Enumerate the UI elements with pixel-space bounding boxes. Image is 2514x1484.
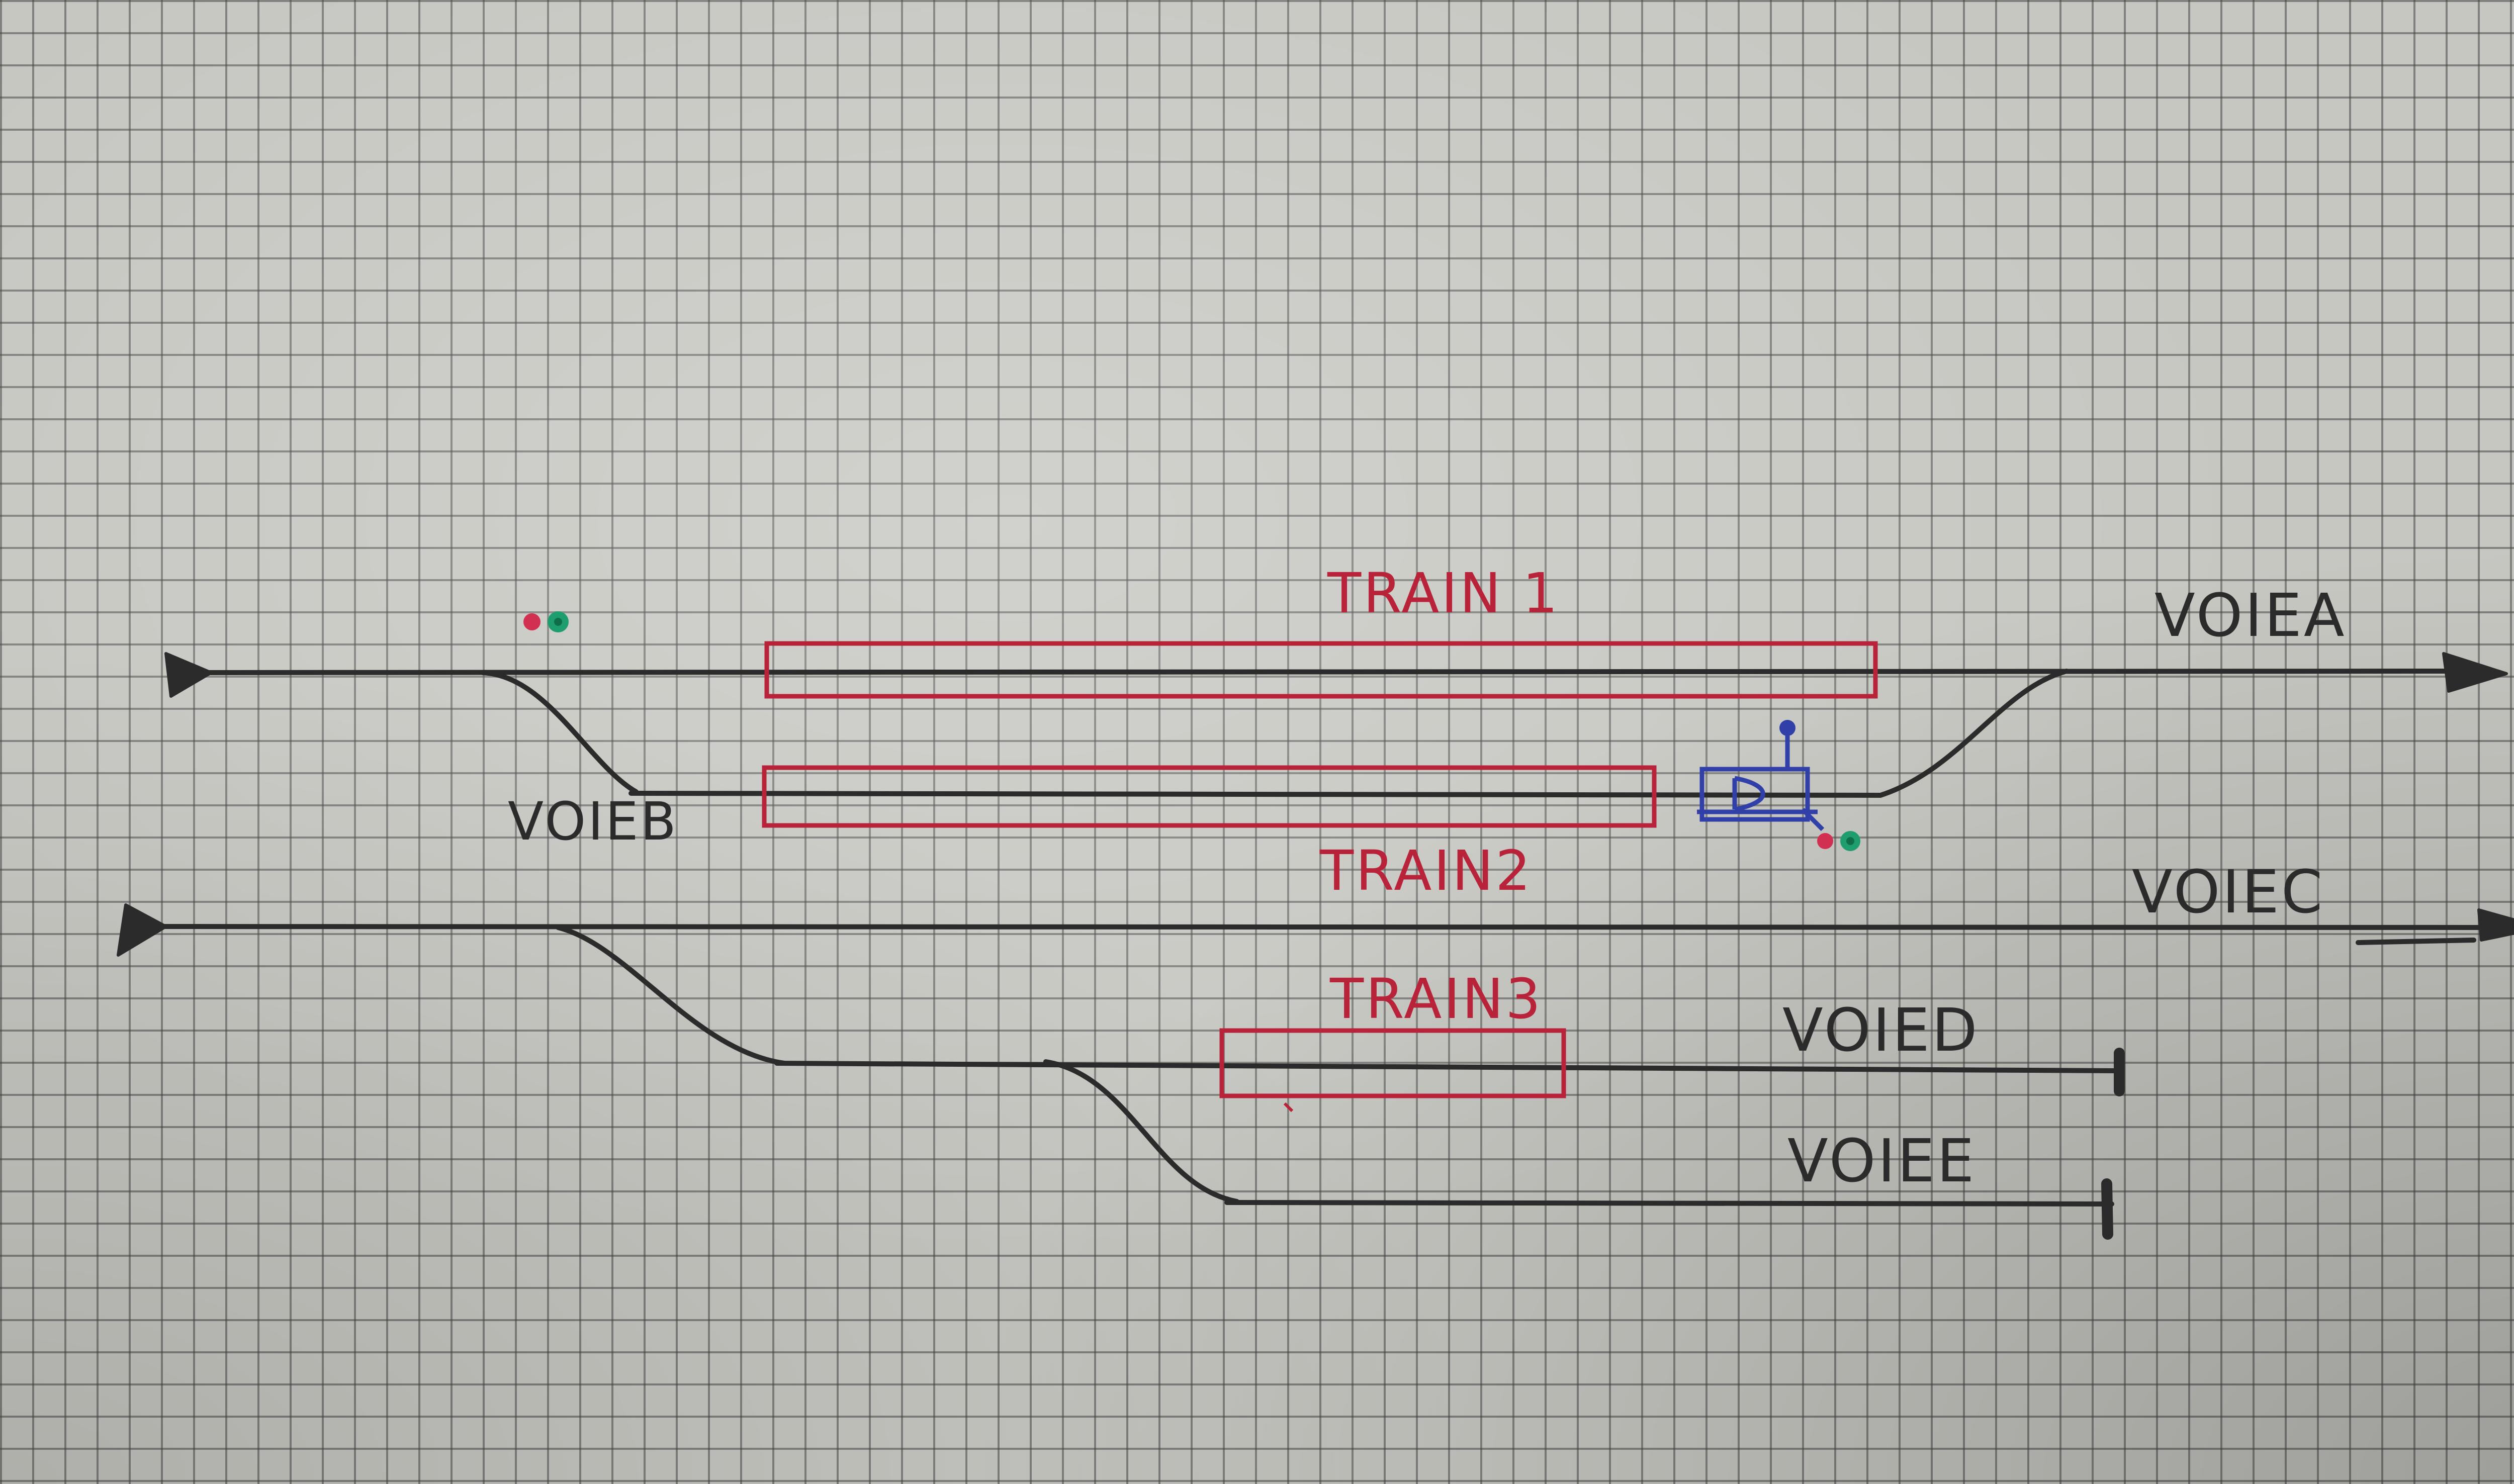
track-line-b: [628, 791, 1883, 798]
label-voie-e: VOIEE: [1787, 1126, 1976, 1195]
track-line-e: [1224, 1200, 2114, 1207]
arrow-c-left-icon: [117, 903, 167, 957]
arrow-c-right-icon: [2477, 908, 2514, 942]
train-2-box: [762, 765, 1657, 828]
train-3-box: [1219, 1028, 1566, 1098]
track-line-c: [138, 924, 2506, 930]
label-train-3: TRAIN3: [1329, 967, 1543, 1031]
arrow-a-right-icon: [2442, 652, 2508, 693]
train-1-box: [764, 641, 1878, 699]
label-voie-d: VOIED: [1782, 995, 1980, 1065]
blue-signal-knob: [1779, 720, 1795, 736]
switch-a-b-left: [480, 670, 639, 794]
track-line-c-extra: [2356, 938, 2476, 945]
label-train-1: TRAIN 1: [1327, 561, 1560, 625]
switch-d-e: [1043, 1059, 1239, 1204]
signal-light-voie-b: [1817, 831, 1860, 851]
switch-b-a-right: [1878, 669, 2069, 798]
label-train-2: TRAIN2: [1319, 839, 1533, 903]
blue-buffer-symbol: [1697, 734, 1825, 831]
signal-light-voie-a: [523, 611, 569, 632]
label-voie-b: VOIEB: [508, 791, 678, 852]
track-line-a: [168, 669, 2461, 675]
switch-c-d: [556, 925, 787, 1066]
label-voie-a: VOIEA: [2154, 581, 2347, 650]
train-3-mark: [1283, 1102, 1294, 1112]
track-line-d: [774, 1061, 2119, 1073]
label-voie-c: VOIEC: [2132, 857, 2324, 926]
arrow-a-left-icon: [164, 652, 213, 698]
buffer-stop-e: [2101, 1178, 2113, 1240]
